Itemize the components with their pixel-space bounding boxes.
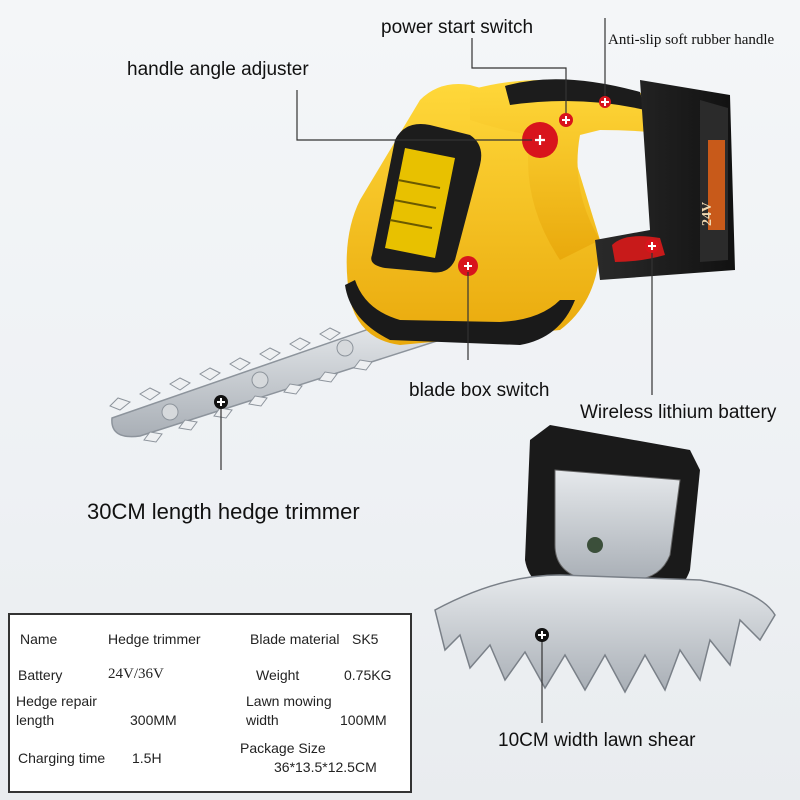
spec-battery-label: Battery: [18, 667, 63, 683]
spec-battery-value: 24V/36V: [108, 666, 164, 682]
spec-lawn-label-2: width: [246, 712, 279, 728]
spec-weight-label: Weight: [256, 667, 300, 683]
callout-power-start-switch: power start switch: [381, 17, 534, 38]
callout-handle-angle-adjuster: handle angle adjuster: [127, 59, 309, 80]
spec-lawn-label-1: Lawn mowing: [246, 693, 332, 709]
trimmer-body: [345, 79, 735, 345]
battery-voltage-label: 24V: [700, 201, 715, 226]
callout-markers: [214, 96, 659, 642]
spec-hedge-value: 300MM: [130, 712, 177, 728]
spec-hedge-label-1: Hedge repair: [16, 693, 97, 709]
spec-name-label: Name: [20, 631, 58, 647]
callout-lawn-shear-width: 10CM width lawn shear: [498, 730, 696, 751]
callout-blade-box-switch: blade box switch: [409, 380, 550, 401]
hedge-blade: [109, 319, 443, 443]
spec-package-label: Package Size: [240, 740, 326, 756]
spec-charging-value: 1.5H: [132, 750, 162, 766]
callout-leaders: [220, 18, 653, 723]
spec-name-value: Hedge trimmer: [108, 631, 201, 647]
callout-hedge-trimmer-length: 30CM length hedge trimmer: [87, 499, 360, 524]
spec-blade-value: SK5: [352, 631, 379, 647]
spec-charging-label: Charging time: [18, 750, 106, 766]
spec-package-value: 36*13.5*12.5CM: [274, 759, 377, 775]
spec-weight-value: 0.75KG: [344, 667, 392, 683]
spec-lawn-value: 100MM: [340, 712, 387, 728]
spec-blade-label: Blade material: [250, 631, 340, 647]
callout-anti-slip-handle: Anti-slip soft rubber handle: [608, 32, 775, 48]
lawn-shear-attachment: [434, 425, 776, 694]
spec-hedge-label-2: length: [16, 712, 55, 728]
spec-table: Name Hedge trimmer Blade material SK5 Ba…: [8, 613, 412, 793]
callout-wireless-battery: Wireless lithium battery: [580, 402, 777, 423]
